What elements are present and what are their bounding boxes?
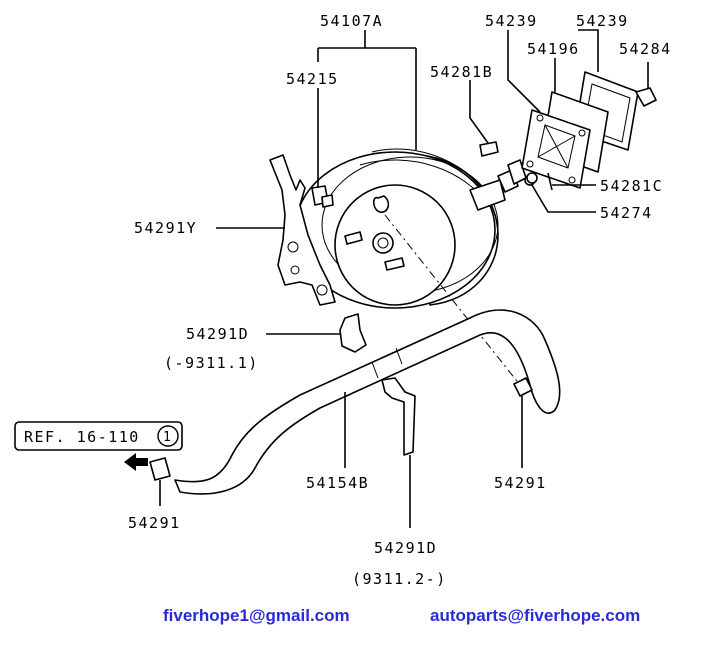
label-54274: 54274 xyxy=(600,204,653,222)
label-54284: 54284 xyxy=(619,40,672,58)
label-54239-b: 54239 xyxy=(576,12,629,30)
ref-circle-number: 1 xyxy=(163,430,171,445)
label-54291D-upper-range: (-9311.1) xyxy=(164,354,259,372)
clamp-left xyxy=(149,457,171,481)
label-54239-a: 54239 xyxy=(485,12,538,30)
reference-box xyxy=(14,421,183,451)
label-54107A: 54107A xyxy=(320,12,383,30)
gasket-stack xyxy=(521,71,639,189)
vacuum-hose xyxy=(174,309,561,495)
label-54291D-upper: 54291D xyxy=(186,325,249,343)
check-valve xyxy=(311,185,334,208)
pin-bolt xyxy=(479,141,499,157)
footer-email-right[interactable]: autoparts@fiverhope.com xyxy=(430,606,641,625)
label-54154B: 54154B xyxy=(306,474,369,492)
label-54291D-lower: 54291D xyxy=(374,539,437,557)
ref-text: REF. 16-110 xyxy=(24,428,140,446)
label-54196: 54196 xyxy=(527,40,580,58)
clip-upper xyxy=(339,313,367,353)
footer-email-left[interactable]: fiverhope1@gmail.com xyxy=(163,606,350,625)
label-54281B: 54281B xyxy=(430,63,493,81)
brake-booster xyxy=(294,148,536,309)
label-54291-left: 54291 xyxy=(128,514,181,532)
footer: fiverhope1@gmail.com autoparts@fiverhope… xyxy=(0,606,710,634)
clamp-right xyxy=(513,377,533,397)
label-54281C: 54281C xyxy=(600,177,663,195)
label-54291Y: 54291Y xyxy=(134,219,197,237)
label-54291-right: 54291 xyxy=(494,474,547,492)
arrow-left-icon xyxy=(124,453,148,471)
clip-lower xyxy=(381,377,416,456)
bracket-left xyxy=(269,154,336,306)
nut xyxy=(635,87,657,107)
label-54291D-lower-range: (9311.2-) xyxy=(352,570,447,588)
washer xyxy=(526,172,538,184)
label-54215: 54215 xyxy=(286,70,339,88)
